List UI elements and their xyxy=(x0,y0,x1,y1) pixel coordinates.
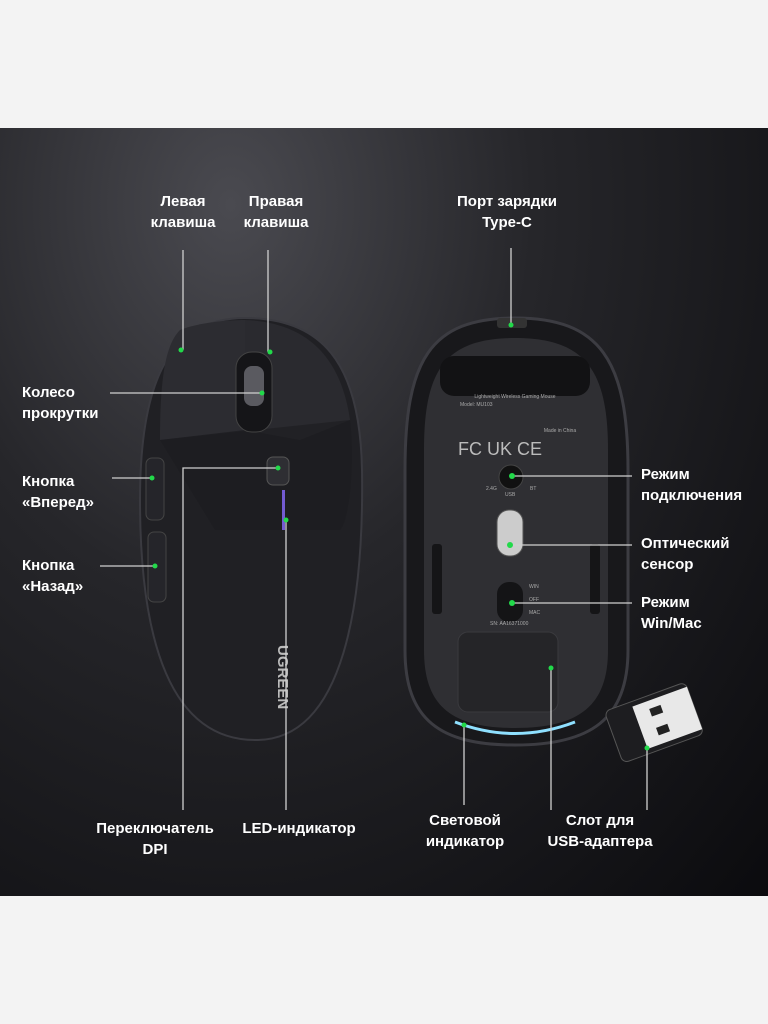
label-back-button: Кнопка«Назад» xyxy=(22,557,84,595)
label-led-indicator: LED-индикатор xyxy=(242,820,356,837)
svg-text:MAC: MAC xyxy=(529,610,541,616)
mouse-illustration: UGREEN Lightweight Wireless Gaming Mouse… xyxy=(100,248,703,810)
made-in-text: Made in China xyxy=(544,428,576,434)
svg-text:SN: AA16371000: SN: AA16371000 xyxy=(490,621,529,627)
model-text: Model: MU103 xyxy=(460,402,493,408)
callout-lines xyxy=(100,248,648,810)
brand-logo: UGREEN xyxy=(274,645,291,709)
bottom-title: Lightweight Wireless Gaming Mouse xyxy=(474,394,555,400)
usb-dongle xyxy=(605,683,703,763)
callout-dots xyxy=(149,322,650,751)
svg-text:BT: BT xyxy=(530,486,536,492)
svg-text:USB: USB xyxy=(505,492,516,498)
svg-text:OFF: OFF xyxy=(529,597,539,603)
product-diagram: UGREEN Lightweight Wireless Gaming Mouse… xyxy=(0,128,768,896)
svg-text:WIN: WIN xyxy=(529,584,539,590)
mouse-bottom-view: Lightweight Wireless Gaming Mouse Model:… xyxy=(403,316,630,747)
svg-text:2.4G: 2.4G xyxy=(486,486,497,492)
label-forward-button: Кнопка«Вперед» xyxy=(22,473,94,511)
mouse-top-view: UGREEN xyxy=(138,316,364,742)
svg-text:FC UK CE: FC UK CE xyxy=(458,439,542,459)
